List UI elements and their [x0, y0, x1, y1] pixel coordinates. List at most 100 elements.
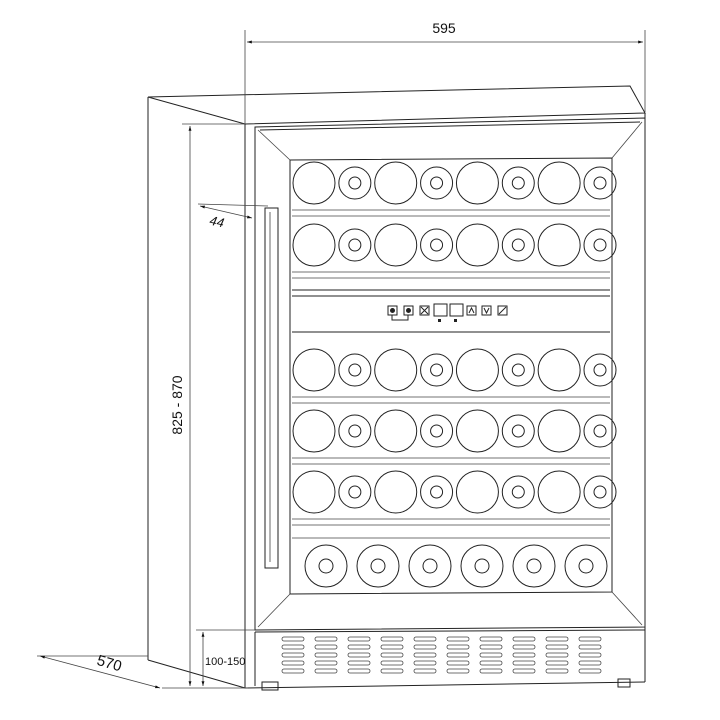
vent-slot — [545, 668, 569, 674]
vent-slot — [578, 668, 602, 674]
wine-shelf-row — [292, 470, 617, 526]
vent-slot — [281, 636, 305, 642]
control-panel[interactable] — [292, 289, 610, 333]
bottle-neck — [420, 228, 454, 262]
down-arrow-button-icon[interactable] — [481, 305, 492, 316]
bottle-neck — [501, 475, 535, 509]
vent-slot — [479, 668, 503, 674]
power-button-icon[interactable] — [387, 305, 398, 316]
vent-slot — [380, 652, 404, 658]
bottle-neck — [408, 544, 452, 588]
bottle-neck — [583, 414, 617, 448]
vent-slot — [446, 644, 470, 650]
vent-slot — [545, 652, 569, 658]
vent-slot — [281, 668, 305, 674]
bottle-base — [374, 161, 418, 205]
width-label: 595 — [432, 20, 456, 36]
zone-button-icon[interactable] — [419, 305, 430, 316]
vent-slot — [347, 644, 371, 650]
bottle-base — [292, 223, 336, 267]
bottle-base — [292, 470, 336, 514]
vent-slot — [479, 652, 503, 658]
vent-slot — [281, 652, 305, 658]
vent-slot — [512, 644, 536, 650]
bottle-neck — [304, 544, 348, 588]
vent-slot — [413, 668, 437, 674]
vent-slot — [314, 652, 338, 658]
depth-dimension: 570 — [37, 652, 161, 689]
vent-slot — [314, 636, 338, 642]
vent-slot — [314, 644, 338, 650]
vent-slot — [479, 636, 503, 642]
bottle-base — [537, 223, 581, 267]
bottle-neck — [420, 166, 454, 200]
glass-door[interactable] — [254, 117, 646, 631]
up-arrow-button-icon[interactable] — [466, 305, 477, 316]
bottle-neck — [501, 353, 535, 387]
bottle-racks — [292, 161, 617, 588]
vent-slot — [380, 636, 404, 642]
vent-slot — [347, 668, 371, 674]
vent-slot — [512, 652, 536, 658]
wine-shelf-row — [292, 161, 617, 217]
bottle-neck — [460, 544, 504, 588]
bottle-neck — [420, 475, 454, 509]
temperature-display-2 — [449, 303, 464, 322]
handle-depth-label: 44 — [208, 213, 225, 231]
vent-slot — [314, 660, 338, 666]
bottle-neck — [420, 353, 454, 387]
vent-slot — [545, 636, 569, 642]
vent-slot — [380, 660, 404, 666]
vent-slot — [578, 660, 602, 666]
vent-slot — [281, 644, 305, 650]
bottle-base — [537, 348, 581, 392]
vent-slot — [446, 636, 470, 642]
vent-slot — [314, 668, 338, 674]
bottle-base — [455, 223, 499, 267]
wine-shelf-row — [292, 409, 617, 465]
vent-slot — [446, 652, 470, 658]
bottle-neck — [420, 414, 454, 448]
bottle-neck — [583, 228, 617, 262]
bottle-base — [292, 161, 336, 205]
height-dimension: 825 - 870 — [169, 123, 245, 686]
bottle-base — [537, 409, 581, 453]
vent-slot — [413, 660, 437, 666]
bottle-base — [455, 161, 499, 205]
lock-button-icon[interactable] — [497, 305, 508, 316]
bottle-neck — [583, 166, 617, 200]
bottle-base — [455, 470, 499, 514]
bottle-neck — [338, 414, 372, 448]
bottle-base — [455, 409, 499, 453]
bottle-neck — [338, 228, 372, 262]
bottle-neck — [583, 475, 617, 509]
light-button-icon[interactable] — [403, 305, 414, 316]
vent-slot — [512, 668, 536, 674]
vent-slot — [479, 644, 503, 650]
bottle-neck — [512, 544, 556, 588]
bottle-neck — [338, 475, 372, 509]
height-label: 825 - 870 — [169, 375, 185, 434]
vent-slot — [347, 660, 371, 666]
bottle-base — [374, 470, 418, 514]
vent-slot — [578, 652, 602, 658]
vent-slot — [512, 660, 536, 666]
door-handle[interactable] — [264, 207, 279, 569]
bottle-neck — [501, 166, 535, 200]
vent-slot — [446, 660, 470, 666]
ventilation-grille — [254, 629, 646, 686]
depth-label: 570 — [95, 652, 124, 675]
vent-slot — [446, 668, 470, 674]
vent-slot — [545, 660, 569, 666]
bottle-base — [374, 223, 418, 267]
wine-shelf-row — [292, 348, 617, 404]
vent-slot — [413, 644, 437, 650]
vent-slot — [479, 660, 503, 666]
bottle-neck — [338, 166, 372, 200]
bottle-base — [374, 409, 418, 453]
vent-slot — [578, 636, 602, 642]
bottle-neck — [338, 353, 372, 387]
vent-slot — [413, 636, 437, 642]
